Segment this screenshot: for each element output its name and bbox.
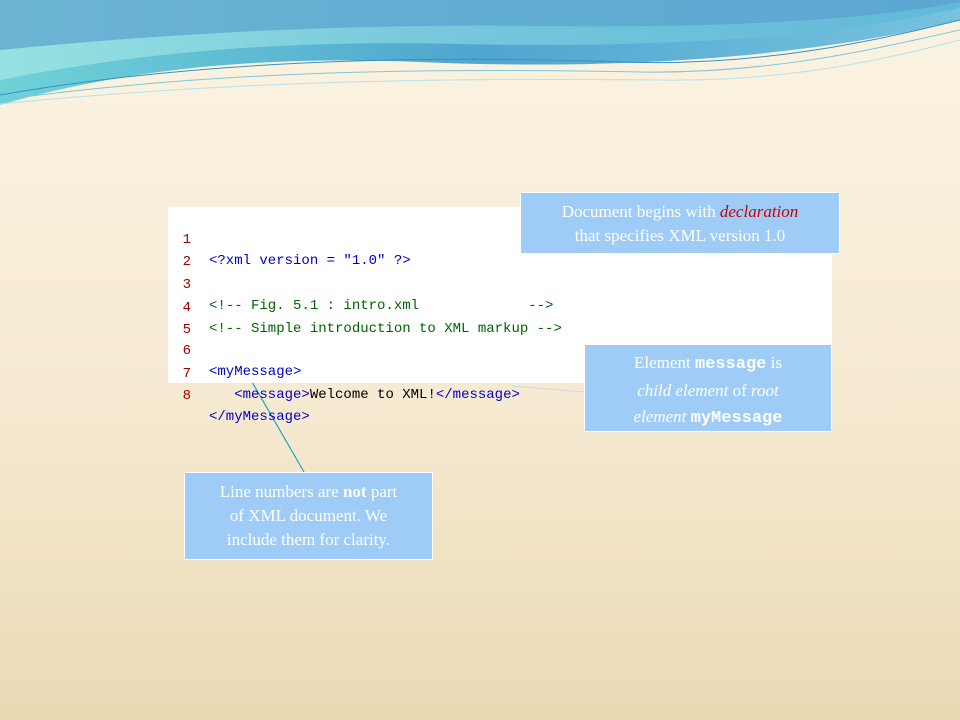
code-segment: <?xml version = xyxy=(209,253,344,269)
callout-line-numbers: Line numbers are not part of XML documen… xyxy=(184,472,433,560)
code-line: 1 <?xml version = "1.0" ?> xyxy=(168,209,828,269)
callout-text: Element xyxy=(634,353,695,372)
callout-emphasis: element xyxy=(633,407,691,426)
code-line: 6 <myMessage> xyxy=(168,320,828,380)
line-number: 3 xyxy=(182,277,191,293)
line-number: 2 xyxy=(182,254,191,270)
code-segment: ?> xyxy=(385,253,411,269)
code-segment: </myMessage> xyxy=(209,409,310,425)
callout-emphasis: child element xyxy=(637,381,729,400)
code-line: 4 <!-- Simple introduction to XML markup… xyxy=(168,277,828,337)
line-number: 7 xyxy=(182,366,191,382)
callout-text: include them for clarity. xyxy=(226,530,391,549)
callout-declaration: Document begins with declaration that sp… xyxy=(520,192,840,254)
code-line: 5 xyxy=(168,299,828,338)
code-line: 8 </myMessage> xyxy=(168,365,828,425)
callout-code: message xyxy=(694,355,767,374)
code-comment: <!-- Simple introduction to XML markup -… xyxy=(209,321,562,337)
code-content: <?xml version = "1.0" ?> xyxy=(209,251,411,272)
callout-text: Document begins with xyxy=(561,202,720,221)
callout-text: part xyxy=(366,482,398,501)
callout-highlight: declaration xyxy=(719,202,799,221)
connector-message xyxy=(511,385,585,393)
callout-bold: not xyxy=(342,482,367,501)
code-segment: Welcome to XML! xyxy=(309,387,436,403)
callout-emphasis: root xyxy=(751,381,779,400)
callout-code: myMessage xyxy=(690,409,783,428)
callout-text: that specifies XML version 1.0 xyxy=(574,226,786,245)
line-number: 8 xyxy=(182,388,191,404)
callout-text: of xyxy=(728,381,752,400)
callout-text: is xyxy=(766,353,782,372)
code-content: <message>Welcome to XML!</message> xyxy=(209,385,520,406)
code-line: 7 <message>Welcome to XML!</message> xyxy=(168,343,828,403)
code-segment: <message> xyxy=(209,387,310,403)
callout-text: of XML document. We xyxy=(229,506,388,525)
code-comment: <!-- Fig. 5.1 : intro.xml --> xyxy=(209,298,554,314)
header-wave-decoration xyxy=(0,0,960,105)
code-line: 3 <!-- Fig. 5.1 : intro.xml --> xyxy=(168,254,828,314)
line-number: 5 xyxy=(182,322,191,338)
code-segment: <myMessage> xyxy=(209,364,302,380)
line-number: 1 xyxy=(182,232,191,248)
callout-message-element: Element message is child element of root… xyxy=(584,344,832,432)
line-number: 4 xyxy=(182,300,191,316)
line-number: 6 xyxy=(182,343,191,359)
code-segment: </message> xyxy=(435,387,520,403)
code-segment: "1.0" xyxy=(343,253,386,269)
callout-text: Line numbers are xyxy=(219,482,343,501)
code-line: 2 xyxy=(168,231,828,270)
